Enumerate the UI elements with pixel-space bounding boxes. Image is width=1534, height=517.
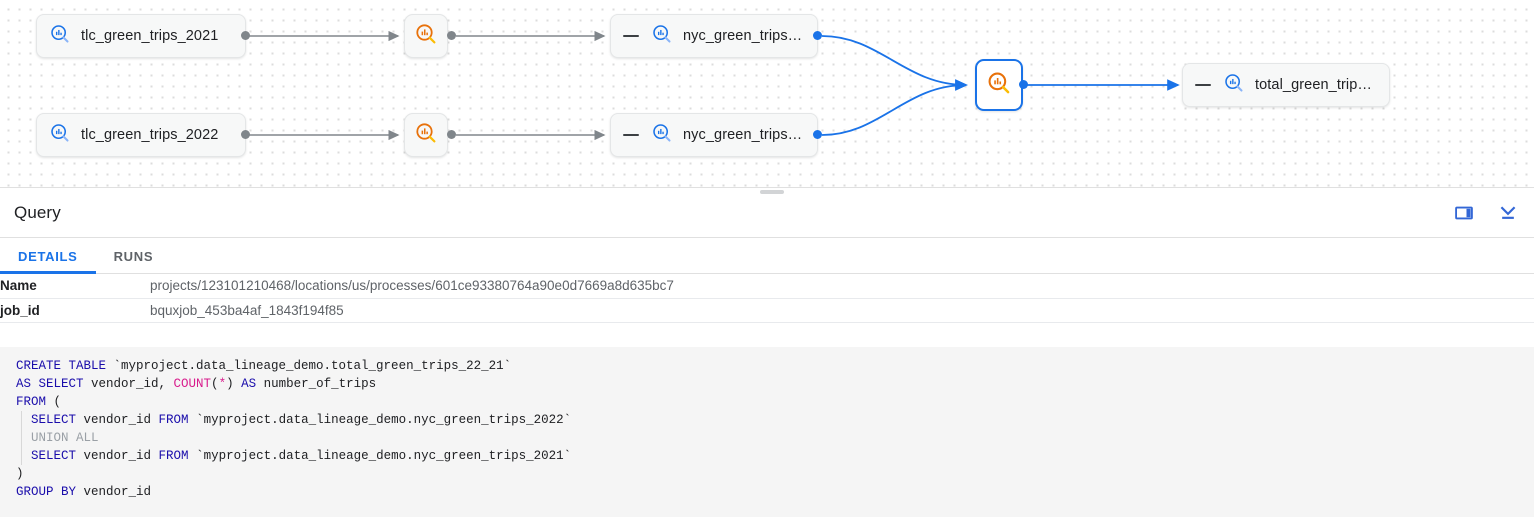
graph-node-process-2021[interactable] xyxy=(404,14,448,58)
magnifier-chart-blue-icon xyxy=(49,122,71,149)
graph-node-label: tlc_green_trips_2021 xyxy=(81,28,219,44)
collapse-dash-icon[interactable] xyxy=(1195,84,1211,86)
graph-node-process-2022[interactable] xyxy=(404,113,448,157)
collapse-dash-icon[interactable] xyxy=(623,35,639,37)
query-panel: Query DETAILS RUNS Name projects xyxy=(0,187,1534,517)
node-output-port[interactable] xyxy=(1019,80,1028,89)
indent-guide xyxy=(21,410,22,465)
node-output-port[interactable] xyxy=(813,130,822,139)
magnifier-chart-orange-icon xyxy=(414,121,438,150)
lineage-graph-canvas[interactable]: tlc_green_trips_2021 tlc_green_trips_202… xyxy=(0,0,1534,187)
table-row: Name projects/123101210468/locations/us/… xyxy=(0,274,1534,299)
graph-node-label: nyc_green_trips… xyxy=(683,127,803,143)
page-title: Query xyxy=(14,202,61,222)
magnifier-chart-blue-icon xyxy=(651,23,673,50)
node-output-port[interactable] xyxy=(447,130,456,139)
node-output-port[interactable] xyxy=(241,130,250,139)
tab-details[interactable]: DETAILS xyxy=(0,238,96,274)
table-row: job_id bquxjob_453ba4af_1843f194f85 xyxy=(0,298,1534,323)
node-output-port[interactable] xyxy=(447,31,456,40)
graph-node-nyc-green-trips-2022[interactable]: nyc_green_trips… xyxy=(610,113,818,157)
graph-node-total-green-trips[interactable]: total_green_trip… xyxy=(1182,63,1390,107)
graph-node-label: total_green_trip… xyxy=(1255,77,1372,93)
node-output-port[interactable] xyxy=(813,31,822,40)
details-table: Name projects/123101210468/locations/us/… xyxy=(0,274,1534,323)
magnifier-chart-orange-icon xyxy=(986,70,1012,101)
side-panel-icon[interactable] xyxy=(1452,201,1476,225)
detail-value: projects/123101210468/locations/us/proce… xyxy=(150,274,1534,299)
graph-node-label: nyc_green_trips… xyxy=(683,28,803,44)
tab-runs[interactable]: RUNS xyxy=(113,248,154,264)
detail-key: job_id xyxy=(0,298,150,323)
graph-node-tlc-green-trips-2021[interactable]: tlc_green_trips_2021 xyxy=(36,14,246,58)
collapse-dash-icon[interactable] xyxy=(623,134,639,136)
magnifier-chart-orange-icon xyxy=(414,22,438,51)
detail-value: bquxjob_453ba4af_1843f194f85 xyxy=(150,298,1534,323)
collapse-down-icon[interactable] xyxy=(1496,201,1520,225)
graph-node-label: tlc_green_trips_2022 xyxy=(81,127,219,143)
graph-node-nyc-green-trips-2021[interactable]: nyc_green_trips… xyxy=(610,14,818,58)
node-output-port[interactable] xyxy=(241,31,250,40)
magnifier-chart-blue-icon xyxy=(49,23,71,50)
query-panel-tabs: DETAILS RUNS xyxy=(0,238,1534,274)
sql-code-block: CREATE TABLE `myproject.data_lineage_dem… xyxy=(0,346,1534,517)
panel-resize-handle[interactable] xyxy=(760,190,784,194)
query-panel-actions xyxy=(1452,201,1520,225)
query-panel-header: Query xyxy=(0,188,1534,238)
sql-code-text[interactable]: CREATE TABLE `myproject.data_lineage_dem… xyxy=(16,358,572,499)
graph-node-tlc-green-trips-2022[interactable]: tlc_green_trips_2022 xyxy=(36,113,246,157)
magnifier-chart-blue-icon xyxy=(651,122,673,149)
detail-key: Name xyxy=(0,274,150,299)
graph-node-process-union-selected[interactable] xyxy=(975,59,1023,111)
magnifier-chart-blue-icon xyxy=(1223,72,1245,99)
